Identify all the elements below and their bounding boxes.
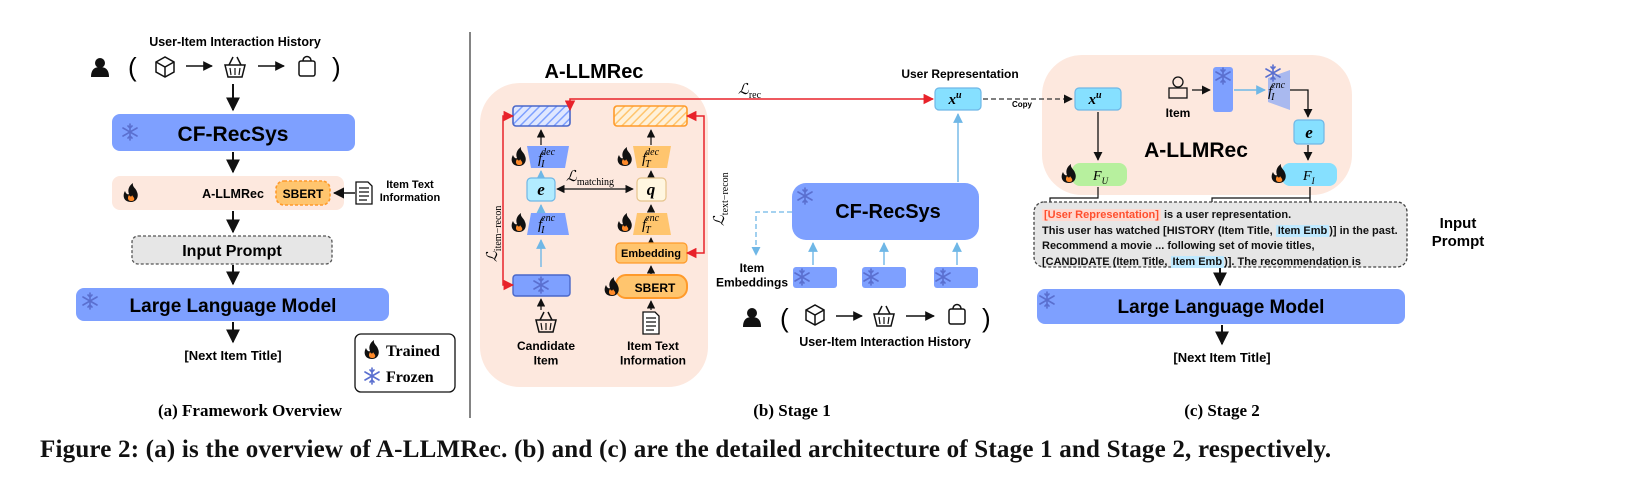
input-prompt-box-a: [131, 235, 333, 265]
label-line: Information: [380, 192, 441, 204]
q-box-b: [636, 177, 667, 202]
label-line: Item: [534, 353, 559, 367]
xu-box-c: [1074, 87, 1122, 111]
xu-box-b: [934, 87, 982, 111]
prompt-line-2: This user has watched [HISTORY (Item Tit…: [1042, 224, 1398, 237]
legend-box: [354, 333, 456, 393]
svg-text:(: (: [780, 303, 789, 333]
item-icon: [1168, 76, 1188, 99]
user-rep-token: [User Representation]: [1042, 209, 1161, 221]
history-label-b: User-Item Interaction History: [799, 335, 971, 349]
embedding-label: Embedding: [621, 248, 681, 260]
item-encoder: [527, 213, 569, 235]
user-icon: [743, 308, 761, 327]
caption-c: (c) Stage 2: [1184, 401, 1260, 420]
q-label-b: q: [647, 180, 656, 199]
F-I-label: FI: [1302, 169, 1316, 186]
cf-recsys-label-b: CF-RecSys: [835, 201, 941, 223]
sbert-box-a: [275, 180, 331, 206]
label-line: Embeddings: [716, 275, 788, 289]
bracket-close: ): [332, 52, 341, 82]
document-icon: [642, 311, 660, 335]
e-box-b: [526, 177, 556, 202]
item-decoder: [527, 146, 569, 168]
text-recon-output: [613, 105, 688, 127]
loss-item-recon: ℒitem−recon: [485, 206, 504, 262]
prompt-line-4: [CANDIDATE (Item Title, Item Emb)]. The …: [1042, 255, 1361, 268]
e-label-b: e: [537, 180, 545, 199]
llm-box-c: [1037, 289, 1405, 324]
cf-recsys-box-a: [112, 114, 355, 151]
shopping-bag-icon: [298, 55, 316, 77]
item-emb-token: Item Emb: [1275, 224, 1330, 237]
basket-icon: [873, 305, 895, 327]
prompt-text: [User Representation] is a user represen…: [1042, 208, 1402, 270]
label-line: Prompt: [1432, 233, 1485, 250]
allmrec-label-a: A-LLMRec: [202, 187, 264, 201]
loss-matching: ℒmatching: [566, 169, 614, 188]
user-icon: [91, 58, 109, 77]
figure-caption: Figure 2: (a) is the overview of A-LLMRe…: [40, 436, 1332, 463]
cf-recsys-box-b: [792, 183, 979, 240]
F-U-box: [1072, 163, 1127, 186]
allmrec-title-b: A-LLMRec: [545, 61, 644, 83]
svg-text:): ): [982, 303, 991, 333]
xu-label-b: xu: [947, 90, 962, 108]
item-recon-output: [512, 105, 571, 127]
loss-text-recon: ℒtext−recon: [712, 172, 731, 226]
caption-a: (a) Framework Overview: [158, 401, 343, 420]
F-U-label: FU: [1092, 169, 1109, 186]
copy-label: Copy: [1012, 100, 1033, 109]
stage1-item-embeddings: [793, 242, 978, 288]
cf-recsys-label-a: CF-RecSys: [178, 123, 289, 146]
panel-a: User-Item Interaction History ( ) CF-Rec…: [76, 35, 456, 420]
package-icon: [155, 56, 175, 78]
output-label-c: [Next Item Title]: [1173, 350, 1270, 365]
text-encoder: [633, 213, 671, 235]
input-prompt-label-a: Input Prompt: [182, 243, 282, 260]
llm-label-a: Large Language Model: [130, 296, 337, 317]
item-label-c: Item: [1166, 106, 1191, 120]
label-line: Information: [620, 353, 686, 367]
document-icon: [355, 181, 373, 205]
package-icon: [805, 304, 825, 326]
shopping-bag-icon: [948, 303, 966, 325]
F-I-box: [1282, 163, 1337, 186]
llm-box-a: [76, 288, 389, 321]
item-emb-token: Item Emb: [1170, 255, 1225, 268]
output-label-a: [Next Item Title]: [184, 348, 281, 363]
basket-icon: [224, 56, 246, 78]
prompt-line-3: Recommend a movie ... following set of m…: [1042, 240, 1315, 252]
e-box-c: [1293, 119, 1325, 145]
history-title-a: User-Item Interaction History: [149, 35, 321, 49]
xu-label-c: xu: [1087, 90, 1102, 108]
sbert-label-a: SBERT: [283, 187, 324, 201]
user-rep-label: User Representation: [901, 67, 1018, 81]
llm-label-c: Large Language Model: [1118, 297, 1325, 318]
prompt-line-1: [User Representation] is a user represen…: [1042, 209, 1292, 221]
loss-rec: ℒrec: [738, 82, 762, 101]
legend-trained: Trained: [386, 343, 440, 360]
legend-frozen: Frozen: [386, 369, 434, 386]
e-label-c: e: [1305, 123, 1313, 142]
bracket-open: (: [128, 52, 137, 82]
sbert-label-b: SBERT: [635, 281, 676, 295]
caption-b: (b) Stage 1: [753, 401, 830, 420]
allmrec-title-c: A-LLMRec: [1144, 139, 1248, 162]
text-decoder: [633, 146, 671, 168]
